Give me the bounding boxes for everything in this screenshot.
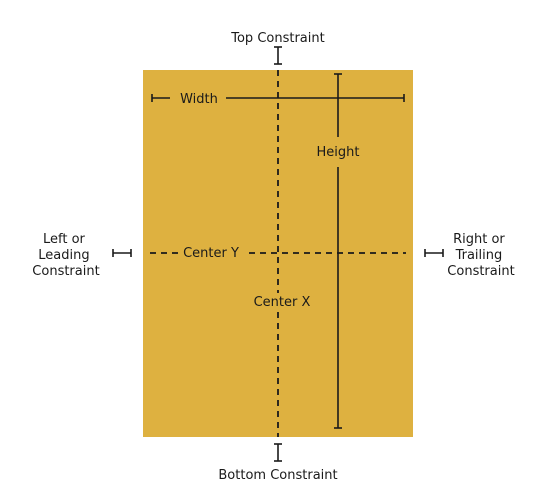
left-constraint-label: Left or Leading Constraint [32, 232, 99, 279]
height-label: Height [317, 145, 360, 160]
right-constraint-marker [424, 249, 444, 257]
bottom-constraint-label: Bottom Constraint [218, 468, 337, 483]
left-constraint-marker [112, 249, 132, 257]
bottom-constraint-marker [274, 443, 282, 462]
center-x-label-bg [250, 293, 314, 311]
top-constraint-marker [274, 46, 282, 65]
height-dimension [334, 73, 342, 429]
top-constraint-label: Top Constraint [230, 31, 324, 46]
width-dimension [151, 94, 405, 102]
center-y-label-bg [178, 243, 244, 261]
width-label: Width [180, 92, 218, 107]
center-x-label: Center X [254, 295, 311, 310]
right-constraint-label: Right or Trailing Constraint [447, 232, 514, 279]
center-y-label: Center Y [183, 246, 239, 261]
